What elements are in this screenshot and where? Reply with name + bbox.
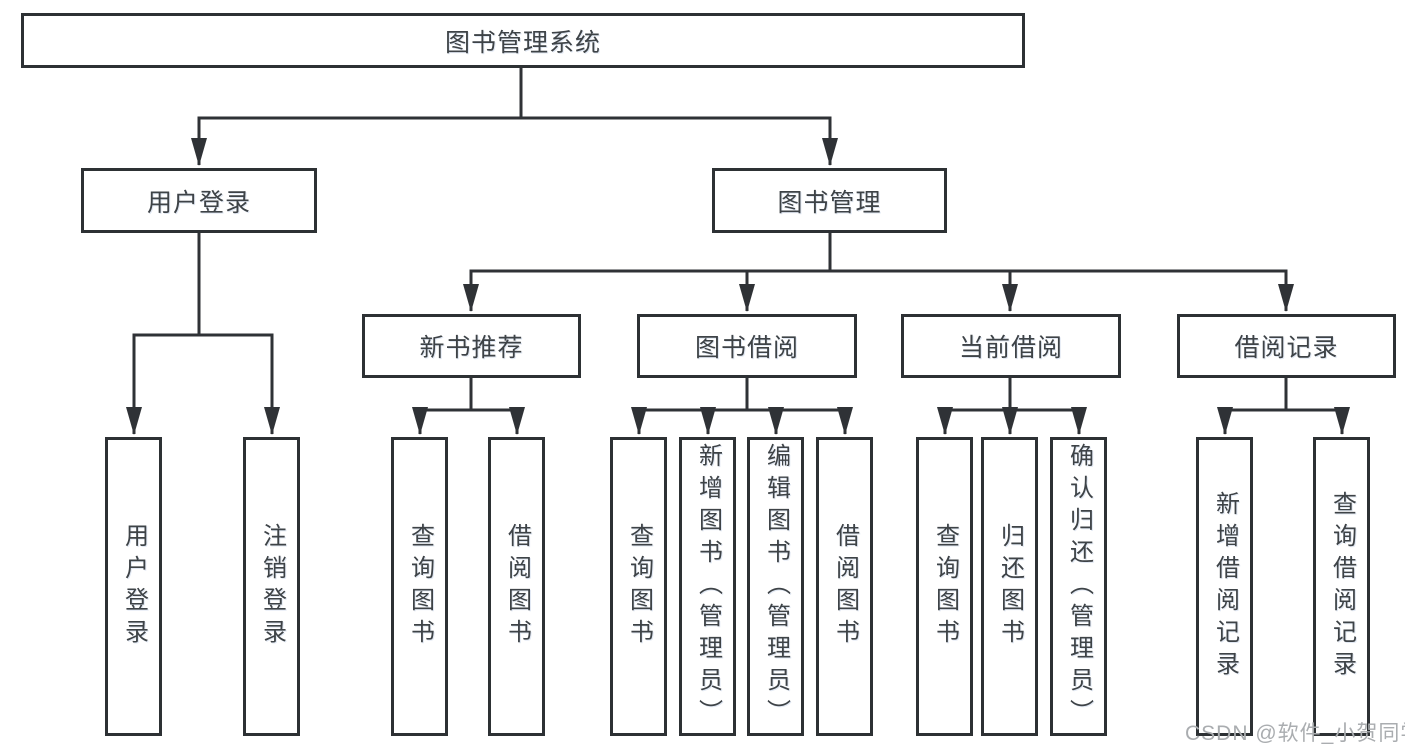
node-library-system: 图书管理系统 bbox=[21, 13, 1025, 68]
leaf-rec-borrow-books: 借阅图书 bbox=[488, 437, 545, 736]
leaf-logout: 注销登录 bbox=[243, 437, 300, 736]
node-user-login: 用户登录 bbox=[81, 168, 317, 233]
leaf-current-query-books: 查询图书 bbox=[916, 437, 973, 736]
node-new-book-recommend: 新书推荐 bbox=[362, 314, 581, 378]
leaf-edit-books-admin: 编辑图书（管理员） bbox=[747, 437, 804, 736]
node-book-borrowing: 图书借阅 bbox=[637, 314, 857, 378]
leaf-confirm-return-admin: 确认归还（管理员） bbox=[1050, 437, 1107, 736]
leaf-return-books: 归还图书 bbox=[981, 437, 1038, 736]
leaf-borrow-query-books: 查询图书 bbox=[610, 437, 667, 736]
leaf-rec-query-books: 查询图书 bbox=[391, 437, 448, 736]
node-borrow-records: 借阅记录 bbox=[1177, 314, 1396, 378]
node-book-management: 图书管理 bbox=[712, 168, 947, 233]
leaf-add-borrow-record: 新增借阅记录 bbox=[1196, 437, 1253, 736]
csdn-watermark: CSDN @软件_小贺同学 bbox=[1185, 722, 1405, 745]
node-current-borrowing: 当前借阅 bbox=[901, 314, 1121, 378]
leaf-borrow-books: 借阅图书 bbox=[816, 437, 873, 736]
leaf-query-borrow-record: 查询借阅记录 bbox=[1313, 437, 1370, 736]
leaf-user-login: 用户登录 bbox=[105, 437, 162, 736]
leaf-add-books-admin: 新增图书（管理员） bbox=[679, 437, 736, 736]
